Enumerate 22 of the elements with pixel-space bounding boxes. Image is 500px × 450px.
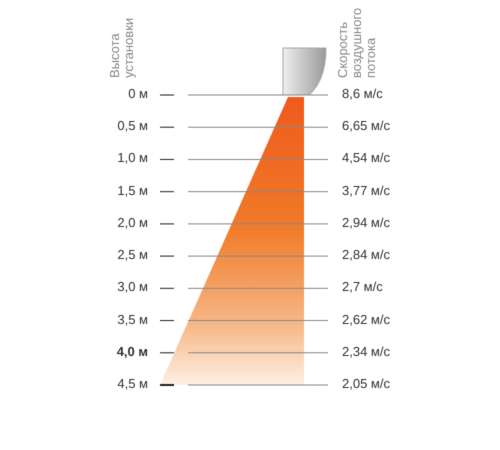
height-label: 4,0 м — [116, 344, 148, 359]
speed-label: 2,94 м/с — [342, 214, 390, 230]
height-label: 3,0 м — [117, 279, 148, 294]
speed-label: 2,05 м/с — [342, 376, 390, 391]
speed-label: 2,84 м/с — [342, 247, 390, 262]
height-label: 2,0 м — [117, 214, 148, 230]
height-label: 0 м — [128, 86, 148, 101]
speed-label: 8,6 м/с — [342, 86, 383, 101]
axis-heading: Скорость воздушного потока — [336, 6, 378, 78]
speed-label: 2,7 м/с — [342, 279, 383, 294]
speed-label: 2,34 м/с — [342, 344, 390, 359]
height-label: 1,5 м — [117, 182, 148, 198]
axis-heading: Высота установки — [108, 16, 137, 78]
speed-label: 2,62 м/с — [342, 312, 390, 327]
height-label: 4,5 м — [117, 376, 148, 391]
height-label: 3,5 м — [117, 312, 148, 327]
speed-label: 3,77 м/с — [342, 182, 390, 198]
height-label: 0,5 м — [117, 118, 148, 134]
speed-label: 4,54 м/с — [342, 150, 390, 166]
height-label: 2,5 м — [117, 247, 148, 262]
speed-label: 6,65 м/с — [342, 118, 390, 134]
height-label: 1,0 м — [117, 150, 148, 166]
